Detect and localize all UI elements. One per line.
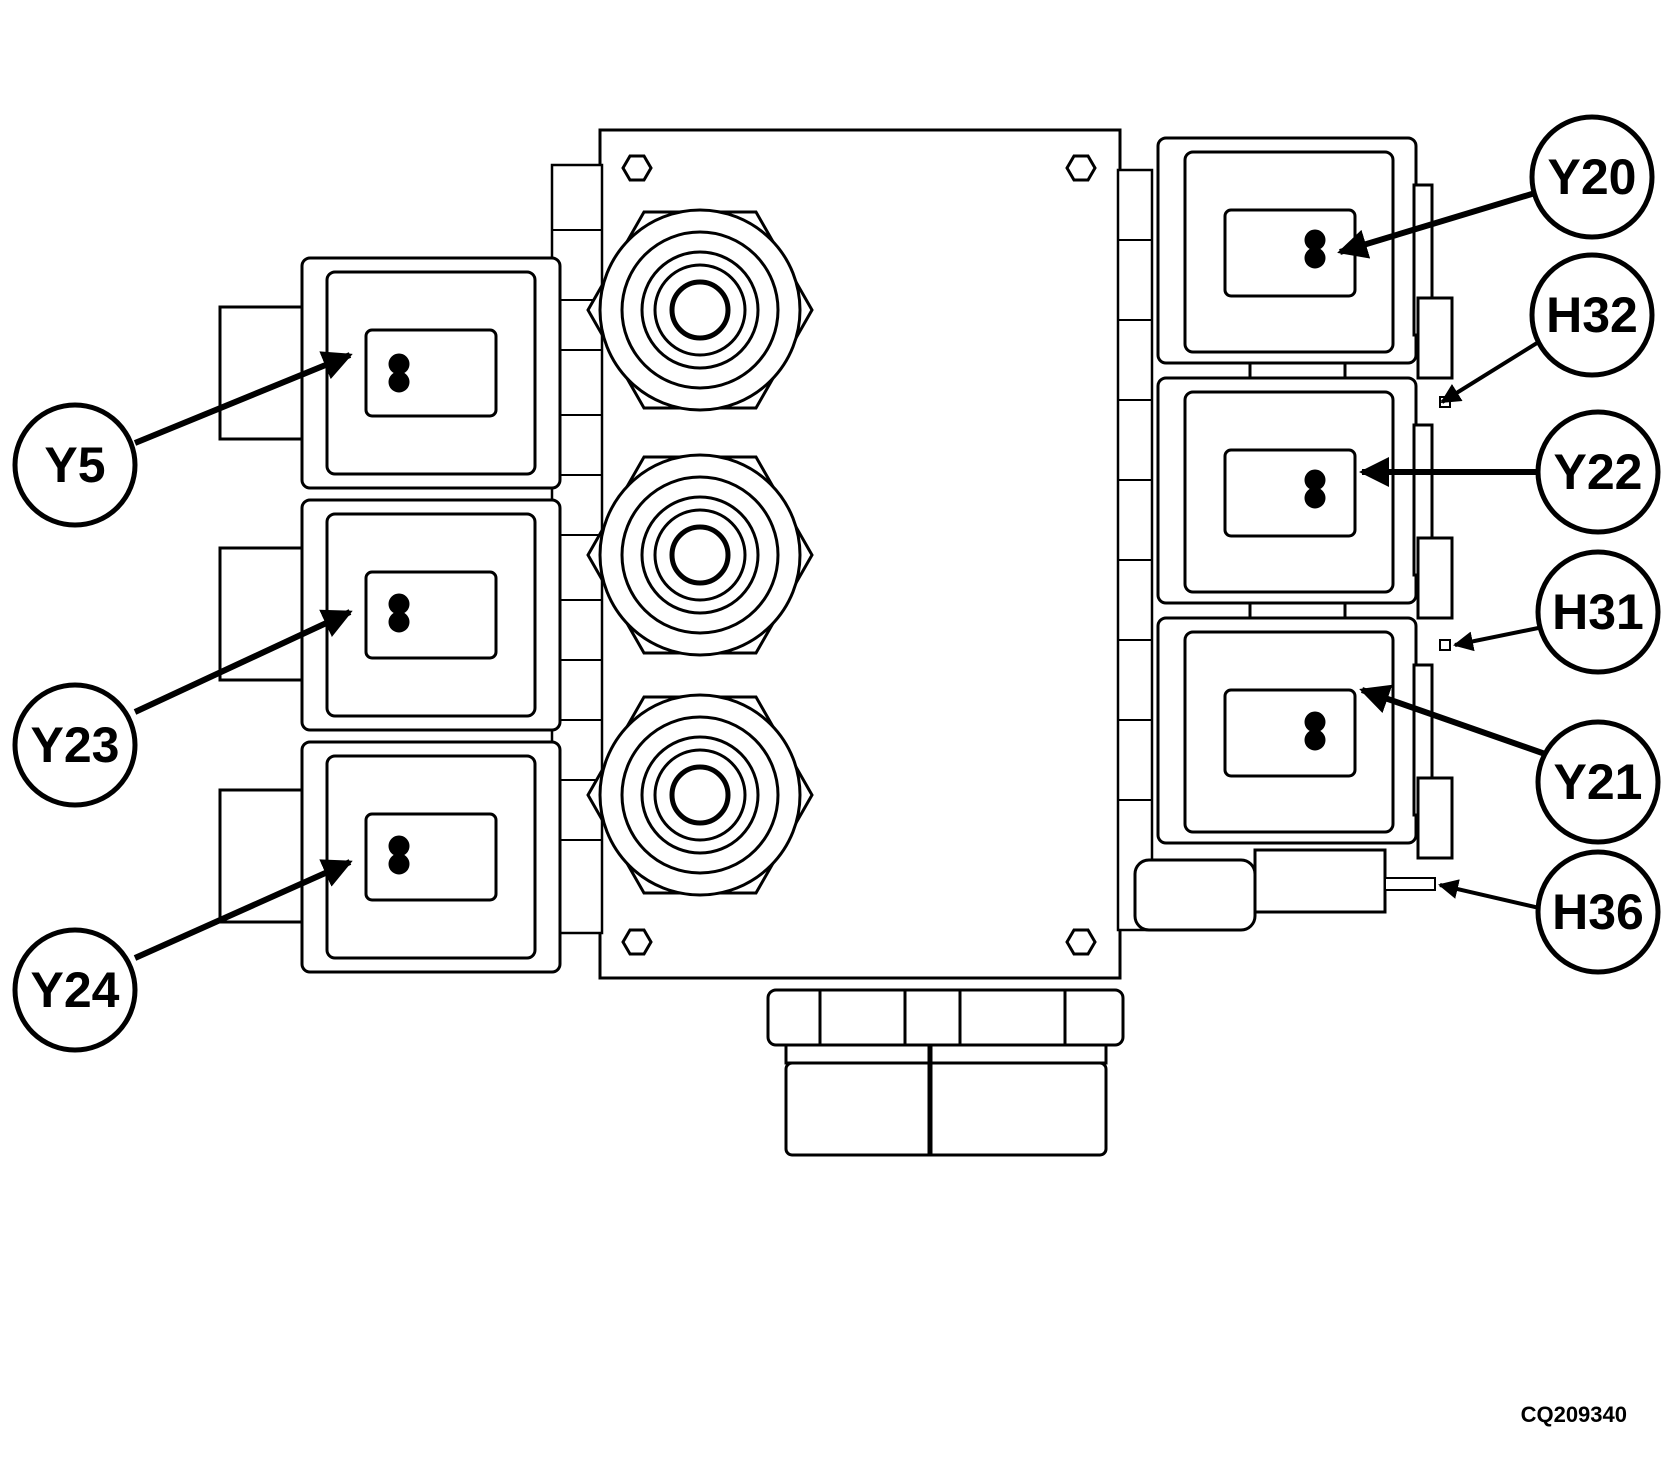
solenoid-y20 [1156,136,1434,365]
solenoid-y23 [218,498,562,732]
solenoid-y24 [218,740,562,974]
port-fitting-1 [586,208,814,412]
callout-h31: H31 [1535,549,1661,675]
callout-label: Y23 [31,717,120,773]
callout-label: H32 [1546,287,1638,343]
callout-h32: H32 [1529,252,1655,378]
coil-spacer-top [1248,361,1347,380]
callout-y20: Y20 [1529,114,1655,240]
figure-id: CQ209340 [1520,1402,1627,1427]
callout-label: Y5 [44,437,105,493]
solenoid-y22 [1156,376,1434,605]
callout-label: Y24 [31,962,120,1018]
coil-spacer-mid [1248,601,1347,620]
port-fitting-2 [586,453,814,657]
callout-y23: Y23 [12,682,138,808]
solenoid-y5 [218,256,562,490]
callout-label: H36 [1552,884,1644,940]
bottom-fitting [766,988,1125,1157]
callout-h36: H36 [1535,849,1661,975]
callout-y22: Y22 [1535,409,1661,535]
callout-y24: Y24 [12,927,138,1053]
callout-label: Y20 [1548,149,1637,205]
callout-y21: Y21 [1535,719,1661,845]
mounting-bolts [621,154,1097,956]
solenoid-y21 [1156,616,1434,845]
callout-label: Y21 [1554,754,1643,810]
sensor-connectors [1416,296,1454,860]
leader-lines [133,187,1549,961]
pressure-switch [1133,848,1436,932]
callout-y5: Y5 [12,402,138,528]
callout-label: Y22 [1554,444,1643,500]
callout-label: H31 [1552,584,1644,640]
port-fitting-3 [586,693,814,897]
